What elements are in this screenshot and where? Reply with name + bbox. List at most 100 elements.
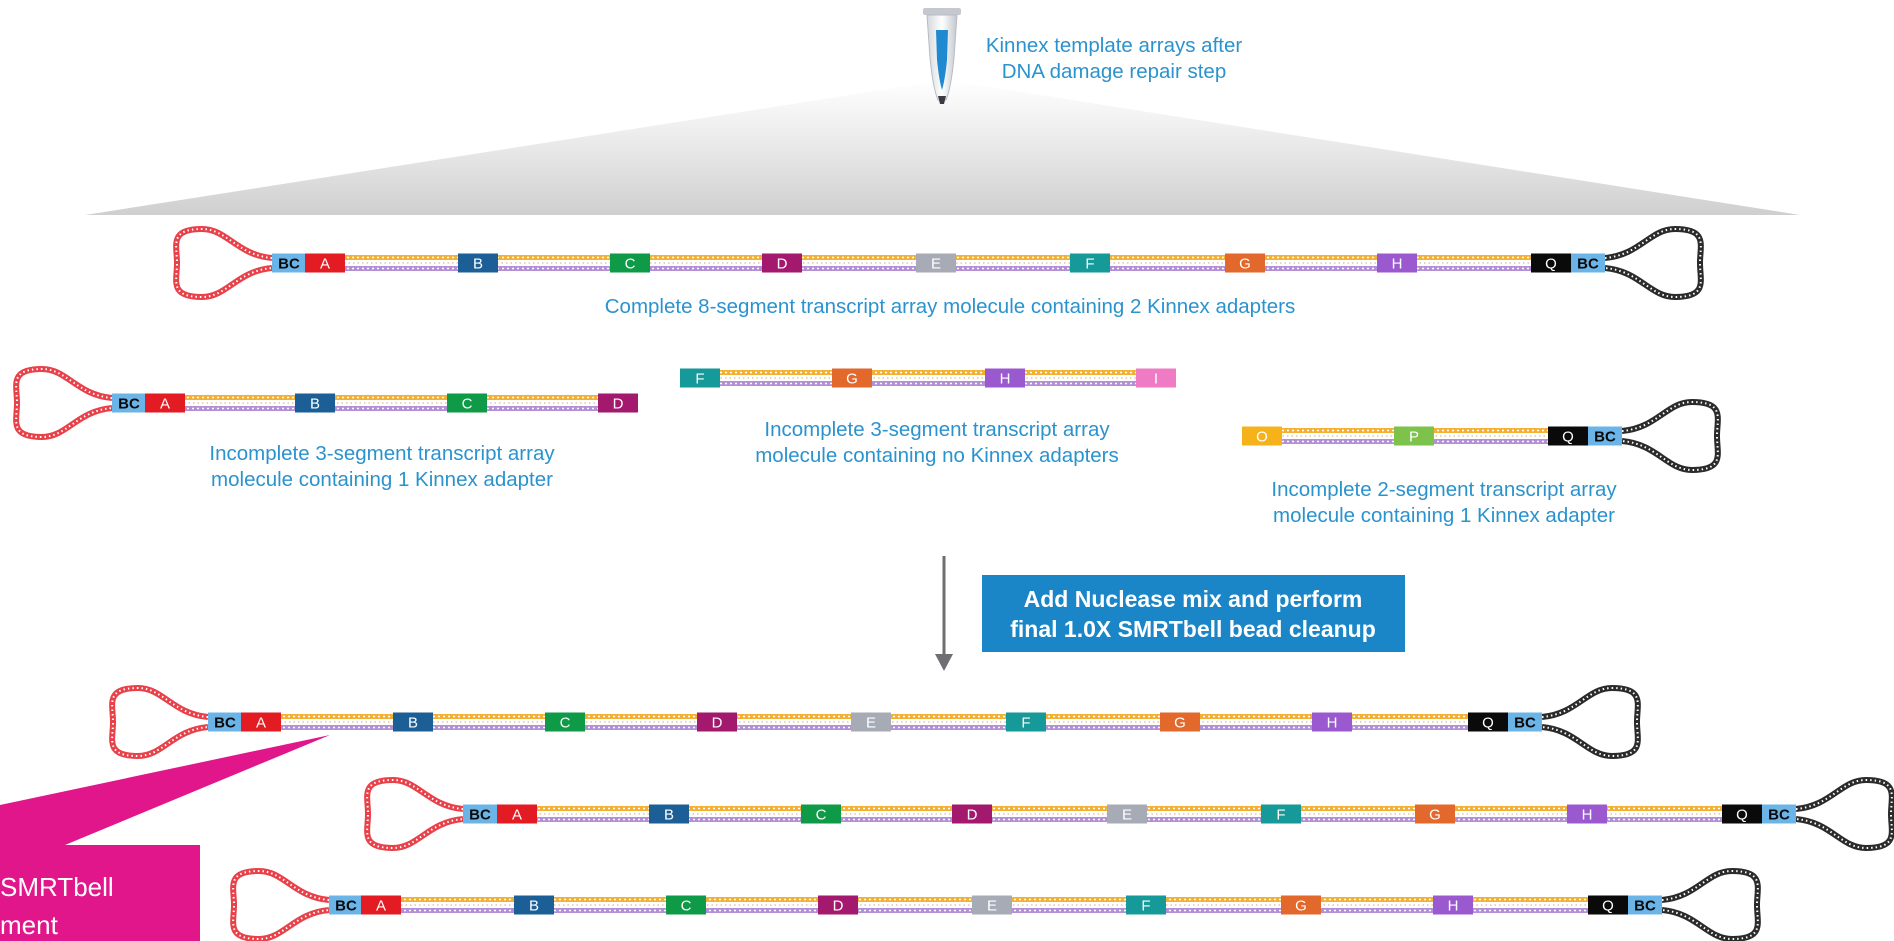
segment-g: G: [832, 368, 872, 388]
segment-a: A: [305, 253, 345, 273]
segment-b: B: [458, 253, 498, 273]
segment-p: P: [1394, 426, 1434, 446]
segment-a-label: A: [320, 256, 330, 273]
segment-h: H: [1567, 804, 1607, 824]
barcode-left: BC: [208, 712, 242, 732]
segment-g: G: [1225, 253, 1265, 273]
segment-g-label: G: [1174, 715, 1186, 732]
barcode-right-label: BC: [1514, 715, 1536, 732]
segment-d-label: D: [712, 715, 723, 732]
segment-c-label: C: [816, 807, 827, 824]
segment-e-label: E: [866, 715, 876, 732]
segment-q-label: Q: [1736, 807, 1748, 824]
segment-g: G: [1160, 712, 1200, 732]
segment-i: I: [1136, 368, 1176, 388]
incomplete-left-caption-line-2: molecule containing 1 Kinnex adapter: [211, 468, 553, 491]
tube-label-line-2: DNA damage repair step: [1002, 60, 1226, 83]
segment-b: B: [514, 895, 554, 915]
segment-d-label: D: [777, 256, 788, 273]
barcode-left: BC: [463, 804, 497, 824]
segment-q: Q: [1722, 804, 1762, 824]
right-hairpin-adapter: [1541, 684, 1641, 760]
incomplete-array-molecule-right: BC O P Q: [1242, 398, 1721, 474]
segment-c-label: C: [681, 898, 692, 915]
segment-h-label: H: [1327, 715, 1338, 732]
segment-q-label: Q: [1602, 898, 1614, 915]
barcode-left-label: BC: [214, 715, 236, 732]
segment-h-label: H: [1582, 807, 1593, 824]
left-hairpin-adapter: [173, 225, 273, 301]
barcode-right-label: BC: [1594, 429, 1616, 446]
callout-line-1: SMRTbell: [0, 872, 114, 902]
segment-c-label: C: [625, 256, 636, 273]
segment-f: F: [1126, 895, 1166, 915]
sample-tube-icon: [923, 8, 961, 104]
segment-e-label: E: [987, 898, 997, 915]
segment-q-label: Q: [1562, 429, 1574, 446]
segment-a: A: [145, 393, 185, 413]
barcode-right: BC: [1508, 712, 1542, 732]
segment-q: Q: [1548, 426, 1588, 446]
incomplete-right-caption-line-2: molecule containing 1 Kinnex adapter: [1273, 504, 1615, 527]
segment-b-label: B: [529, 898, 539, 915]
segment-d: D: [818, 895, 858, 915]
tube-label-line-1: Kinnex template arrays after: [986, 34, 1243, 57]
left-hairpin-adapter: [109, 684, 209, 760]
segment-b-label: B: [310, 396, 320, 413]
segment-f: F: [1006, 712, 1046, 732]
segment-g-label: G: [1239, 256, 1251, 273]
segment-e-label: E: [931, 256, 941, 273]
segment-c-label: C: [560, 715, 571, 732]
segment-q: Q: [1468, 712, 1508, 732]
incomplete-mid-caption-line-2: molecule containing no Kinnex adapters: [755, 444, 1119, 467]
segment-h-label: H: [1392, 256, 1403, 273]
barcode-right: BC: [1588, 426, 1622, 446]
segment-f-label: F: [1021, 715, 1030, 732]
segment-h-label: H: [1448, 898, 1459, 915]
barcode-right-label: BC: [1634, 898, 1656, 915]
callout-line-2: ment: [0, 910, 59, 940]
segment-f: F: [1070, 253, 1110, 273]
barcode-left: BC: [112, 393, 146, 413]
segment-a-label: A: [256, 715, 266, 732]
incomplete-right-caption-line-1: Incomplete 2-segment transcript array: [1271, 478, 1617, 501]
barcode-right: BC: [1571, 253, 1605, 273]
barcode-left-label: BC: [469, 807, 491, 824]
segment-e: E: [1107, 804, 1147, 824]
barcode-left-label: BC: [118, 396, 140, 413]
complete-array-caption: Complete 8-segment transcript array mole…: [605, 295, 1296, 318]
segment-o-label: O: [1256, 429, 1268, 446]
segment-f-label: F: [1085, 256, 1094, 273]
segment-b: B: [295, 393, 335, 413]
segment-a: A: [241, 712, 281, 732]
expansion-fan: [85, 80, 1800, 215]
right-hairpin-adapter: [1795, 776, 1894, 852]
segment-h: H: [1377, 253, 1417, 273]
segment-g: G: [1415, 804, 1455, 824]
segment-a: A: [497, 804, 537, 824]
segment-a-label: A: [160, 396, 170, 413]
segment-a-label: A: [376, 898, 386, 915]
segment-h: H: [1433, 895, 1473, 915]
barcode-left-label: BC: [278, 256, 300, 273]
segment-g-label: G: [846, 371, 858, 388]
segment-e: E: [851, 712, 891, 732]
callout-pointer: SMRTbell ment: [0, 735, 330, 941]
left-hairpin-adapter: [13, 365, 113, 441]
segment-d-label: D: [967, 807, 978, 824]
barcode-right: BC: [1628, 895, 1662, 915]
segment-b-label: B: [473, 256, 483, 273]
segment-f-label: F: [695, 371, 704, 388]
segment-c: C: [447, 393, 487, 413]
right-hairpin-adapter: [1604, 225, 1704, 301]
nuclease-step-box: Add Nuclease mix and perform final 1.0X …: [982, 575, 1405, 652]
segment-e: E: [916, 253, 956, 273]
segment-f: F: [1261, 804, 1301, 824]
right-hairpin-adapter: [1661, 867, 1761, 941]
segment-c: C: [801, 804, 841, 824]
process-arrow: [935, 556, 953, 671]
segment-c-label: C: [462, 396, 473, 413]
segment-g-label: G: [1429, 807, 1441, 824]
